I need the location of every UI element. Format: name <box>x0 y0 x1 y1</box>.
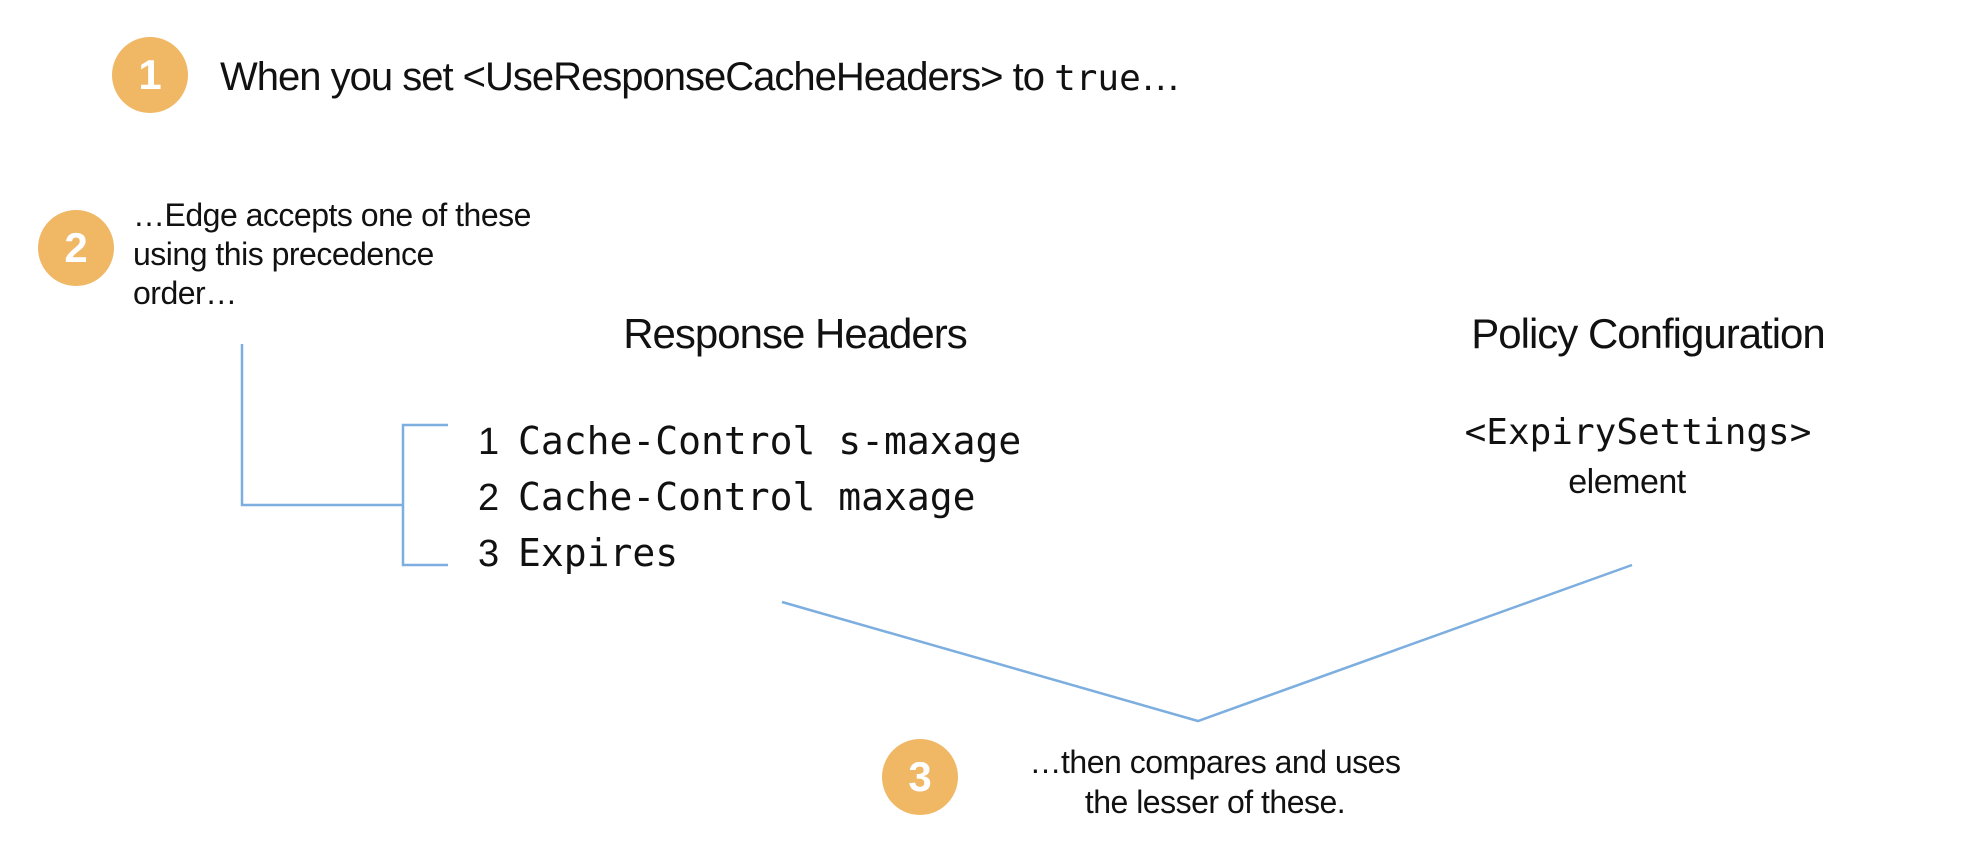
step-1-number: 1 <box>138 51 162 98</box>
step-3-text: …then compares and uses the lesser of th… <box>990 742 1440 822</box>
step-2-line-3: order… <box>133 275 237 311</box>
precedence-item-3-rank: 3 <box>478 533 500 575</box>
step-3-line-2: the lesser of these. <box>1084 784 1346 820</box>
precedence-elbow-line <box>240 344 403 507</box>
expiry-settings-caption: element <box>1568 463 1686 501</box>
compare-v-line <box>781 563 1633 723</box>
precedence-item-3-value: Expires <box>518 531 679 575</box>
step-2-number: 2 <box>64 224 88 271</box>
precedence-item-2-value: Cache-Control maxage <box>518 475 976 519</box>
precedence-item-1-value: Cache-Control s-maxage <box>518 419 1022 463</box>
policy-configuration-heading: Policy Configuration <box>1471 310 1826 357</box>
precedence-item-2-rank: 2 <box>478 477 500 519</box>
step-2-line-2: using this precedence <box>133 236 434 272</box>
response-headers-heading: Response Headers <box>623 310 968 357</box>
step-1-text: When you set <UseResponseCacheHeaders> t… <box>220 53 1181 103</box>
step-1-badge: 1 <box>112 37 188 113</box>
step-2-line-1: …Edge accepts one of these <box>133 197 531 233</box>
precedence-list: 1 Cache-Control s-maxage 2 Cache-Control m… <box>478 419 1021 575</box>
step-2-text: …Edge accepts one of these using this pr… <box>133 196 593 313</box>
precedence-item-1-rank: 1 <box>478 421 500 463</box>
step-3-number: 3 <box>908 753 932 800</box>
precedence-bracket-line <box>401 423 448 567</box>
step-1-text-prefix: When you set <UseResponseCacheHeaders> t… <box>220 55 1055 99</box>
step-3-badge: 3 <box>882 739 958 815</box>
step-3-line-1: …then compares and uses <box>1029 744 1401 780</box>
step-1-text-suffix: … <box>1140 55 1181 99</box>
expiry-settings-code: <ExpirySettings> <box>1464 412 1812 453</box>
precedence-item-3: 3 Expires <box>478 531 1021 575</box>
precedence-item-2: 2 Cache-Control maxage <box>478 475 1021 519</box>
precedence-item-1: 1 Cache-Control s-maxage <box>478 419 1021 463</box>
step-2-badge: 2 <box>38 210 114 286</box>
step-1-text-code: true <box>1054 58 1141 99</box>
